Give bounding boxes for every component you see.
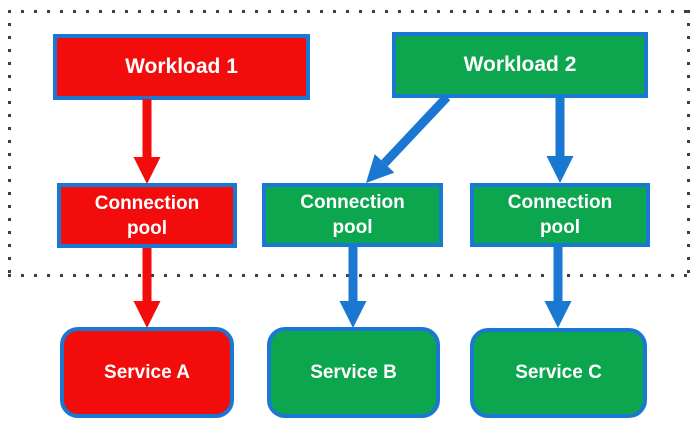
node-workload-2-label: Workload 2 xyxy=(463,53,577,76)
node-connection-pool-2-label: Connection pool xyxy=(300,192,405,238)
node-service-c: Service C xyxy=(470,328,647,418)
boundary-edge-top xyxy=(8,10,690,13)
node-connection-pool-3-label: Connection pool xyxy=(507,192,613,238)
node-workload-1-label: Workload 1 xyxy=(125,55,238,78)
boundary-edge-bottom xyxy=(8,274,690,277)
node-service-b: Service B xyxy=(267,327,440,418)
node-service-b-label: Service B xyxy=(310,361,397,383)
node-connection-pool-1: Connection pool xyxy=(57,183,237,248)
node-workload-2: Workload 2 xyxy=(392,32,648,98)
node-service-a-label: Service A xyxy=(104,361,190,383)
node-service-a: Service A xyxy=(60,327,234,418)
boundary-edge-right xyxy=(687,10,690,277)
node-workload-1: Workload 1 xyxy=(53,34,310,100)
node-connection-pool-1-label: Connection pool xyxy=(94,192,200,239)
node-service-c-label: Service C xyxy=(515,362,602,383)
boundary-edge-left xyxy=(8,10,11,277)
node-connection-pool-3: Connection pool xyxy=(470,183,650,247)
node-connection-pool-2: Connection pool xyxy=(262,183,443,247)
